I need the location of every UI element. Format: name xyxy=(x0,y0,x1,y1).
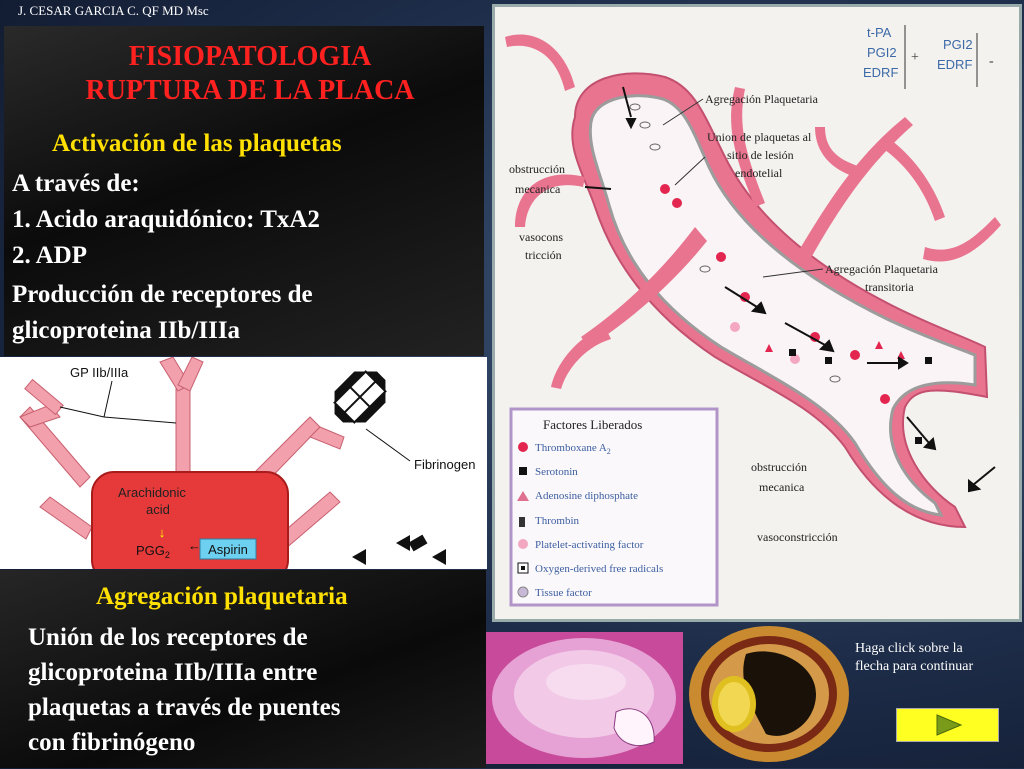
aggregation-heading: Agregación plaquetaria xyxy=(96,583,348,610)
vessel-labels: Agregación Plaquetaria Union de plaqueta… xyxy=(509,92,939,544)
legend-title: Factores Liberados xyxy=(543,417,642,432)
slide-title: FISIOPATOLOGIA RUPTURA DE LA PLACA xyxy=(20,40,480,108)
label-union-2: sitio de lesión xyxy=(727,148,794,162)
legend: Factores Liberados Thromboxane A2 Seroto… xyxy=(509,407,719,607)
title-line-2: RUPTURA DE LA PLACA xyxy=(85,75,415,106)
label-vasoconstriccion: vasoconstricción xyxy=(757,530,838,544)
aspirin-box xyxy=(199,538,257,560)
aggregation-panel xyxy=(0,570,486,768)
aggregation-line: glicoproteina IIb/IIIa entre xyxy=(28,659,318,686)
legend-thromboxane-icon xyxy=(518,442,528,452)
label-obstruccion-b1: obstrucción xyxy=(751,460,807,474)
plus-sign: + xyxy=(911,50,919,65)
legend-thrombin-icon xyxy=(519,517,525,527)
legend-adp-icon xyxy=(517,491,529,501)
mediator-edrf: EDRF xyxy=(863,65,898,80)
legend-item: Tissue factor xyxy=(535,587,592,599)
mediator-pgi2: PGI2 xyxy=(867,45,897,60)
fibrinogen-label: Fibrinogen xyxy=(414,457,475,472)
vessel-wall xyxy=(505,34,1001,529)
vessel-svg: t-PA PGI2 EDRF + PGI2 EDRF - Agregación … xyxy=(505,25,1001,607)
acid-label: acid xyxy=(146,502,170,517)
next-slide-button[interactable] xyxy=(896,708,999,742)
legend-serotonin-icon xyxy=(519,467,527,475)
label-obstruccion-2: mecanica xyxy=(515,182,561,196)
histology-image xyxy=(486,632,683,764)
legend-item: Thrombin xyxy=(535,515,579,527)
note-line-2: flecha para continuar xyxy=(855,659,974,674)
fibrinogen-arrow-icon xyxy=(352,534,446,565)
aggregation-line: con fibrinógeno xyxy=(28,729,196,756)
fibrinogen-icon xyxy=(333,370,387,424)
author-credit: J. CESAR GARCIA C. QF MD Msc xyxy=(18,3,209,18)
mediator-edrf-right: EDRF xyxy=(937,57,972,72)
label-vasocons-2: tricción xyxy=(525,248,562,262)
note-line-1: Haga click sobre la xyxy=(855,641,963,656)
activation-line: glicoproteina IIb/IIIa xyxy=(12,317,241,344)
legend-item: Platelet-activating factor xyxy=(535,539,644,551)
aggregation-line: plaquetas a través de puentes xyxy=(28,694,341,721)
label-transitoria-1: Agregación Plaquetaria xyxy=(825,262,939,276)
label-union-3: endotelial xyxy=(735,166,783,180)
label-obstruccion-1: obstrucción xyxy=(509,162,565,176)
down-arrow-icon: ↓ xyxy=(159,525,166,540)
activation-panel xyxy=(4,26,484,356)
gp-label: GP IIb/IIIa xyxy=(70,365,129,380)
vessel-diagram: t-PA PGI2 EDRF + PGI2 EDRF - Agregación … xyxy=(492,4,1022,622)
activation-line: 2. ADP xyxy=(12,242,87,269)
mediator-pgi2-right: PGI2 xyxy=(943,37,973,52)
aggregation-line: Unión de los receptores de xyxy=(28,624,308,651)
title-line-1: FISIOPATOLOGIA xyxy=(128,41,372,72)
label-union-1: Union de plaquetas al xyxy=(707,130,812,144)
cross-section-svg xyxy=(689,626,849,762)
activation-line: Producción de receptores de xyxy=(12,281,313,308)
legend-paf-icon xyxy=(518,539,528,549)
legend-item: Oxygen-derived free radicals xyxy=(535,563,663,575)
legend-item: Serotonin xyxy=(535,466,578,478)
label-agregacion: Agregación Plaquetaria xyxy=(705,92,819,106)
histology-svg xyxy=(486,632,683,764)
platelet-markers xyxy=(629,103,932,444)
navigation-note: Haga click sobre la flecha para continua… xyxy=(855,640,973,676)
legend-tissue-factor-icon xyxy=(517,586,529,598)
pgg-label: PGG2 xyxy=(136,543,170,560)
label-obstruccion-b2: mecanica xyxy=(759,480,805,494)
label-transitoria-2: transitoria xyxy=(865,280,914,294)
label-vasocons-1: vasocons xyxy=(519,230,563,244)
plaque-cross-section-image xyxy=(686,624,852,764)
flow-arrows xyxy=(584,86,996,493)
aspirin-label: Aspirin xyxy=(208,542,248,557)
play-arrow-icon xyxy=(936,714,963,736)
activation-heading: Activación de las plaquetas xyxy=(52,130,342,157)
left-arrow-icon: ← xyxy=(188,538,201,553)
platelet-mechanism-diagram: GP IIb/IIIa Fibrinogen Arachidonic acid … xyxy=(0,357,487,569)
mediator-tpa: t-PA xyxy=(867,25,892,40)
arachidonic-label: Arachidonic xyxy=(118,485,186,500)
activation-line: A través de: xyxy=(12,170,140,197)
legend-item: Thromboxane A2 xyxy=(535,442,611,456)
legend-item: Adenosine diphosphate xyxy=(535,490,638,502)
mediators-bracket: t-PA PGI2 EDRF + PGI2 EDRF - xyxy=(863,25,994,89)
mechanism-svg: GP IIb/IIIa Fibrinogen Arachidonic acid … xyxy=(19,357,475,569)
activation-line: 1. Acido araquidónico: TxA2 xyxy=(12,206,320,233)
minus-sign: - xyxy=(989,54,994,69)
